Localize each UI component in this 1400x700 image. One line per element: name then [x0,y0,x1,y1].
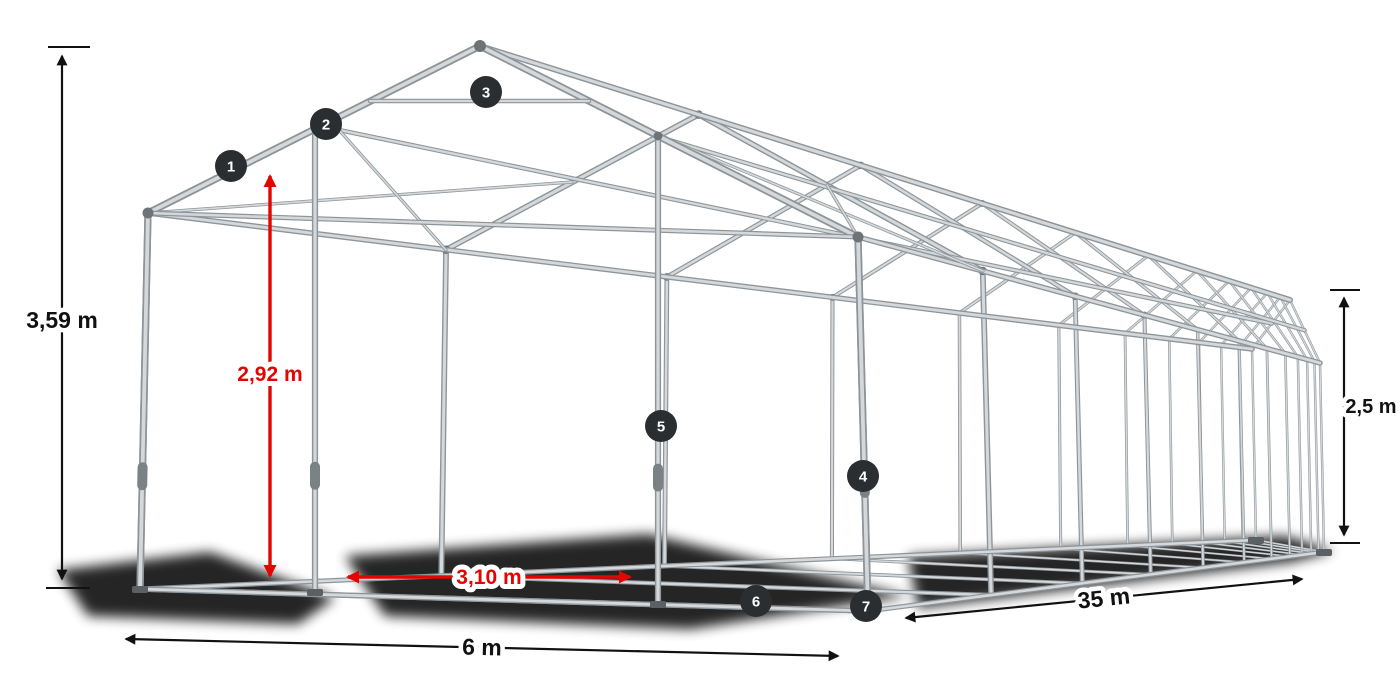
frame-tube [319,124,1273,325]
dim-arrow-line [124,633,840,662]
part-marker-7: 7 [850,590,882,622]
frame-structure [132,40,1332,615]
frame-tube [856,235,870,613]
front-width-label: 6 m [462,634,502,661]
frame-tube [1238,340,1245,564]
part-marker-label: 2 [322,117,330,134]
entrance-height-label: 2,92 m [237,363,302,386]
frame-tube [1058,324,1062,550]
part-marker-circle [310,108,342,140]
frame-tube [146,211,1254,351]
part-marker-1: 1 [215,150,247,182]
frame-tube [981,269,993,597]
base-plate [132,586,148,593]
frame-tube [478,44,860,239]
frame-tube [1224,540,1312,555]
part-marker-label: 1 [227,159,235,176]
ground-shadows [58,534,1334,629]
frame-tube [1060,547,1245,563]
frame-tube [856,235,1322,365]
joint-connector [142,207,154,219]
part-markers: 1 2 3 4 5 6 7 [215,76,882,622]
part-marker-3: 3 [470,76,502,108]
part-marker-circle [645,410,677,442]
frame-tube [1196,328,1205,569]
frame-tube [660,136,1306,332]
base-plate [1248,537,1264,544]
frame-tube [649,131,984,272]
dim-front-width: 6 m [124,629,840,665]
dim-arrow-line [904,574,1304,623]
joint-connector [852,231,864,243]
frame-tube [1297,356,1303,556]
total-height-label: 3,59 m [26,307,98,333]
frame-tube [1313,360,1320,554]
frame-tube [1201,541,1303,556]
frame-tube [147,181,573,214]
frame-tube [826,184,859,238]
frame-tube [330,120,447,251]
frame-tube [1124,332,1129,547]
frame-tube [1220,344,1226,542]
part-marker-label: 7 [862,599,870,616]
frame-tube [1168,338,1173,545]
joint-connector [653,131,663,141]
part-marker-4: 4 [847,460,879,492]
side-length-label: 35 m [1076,582,1131,613]
frame-tube [1073,294,1084,585]
part-marker-5: 5 [645,410,677,442]
part-marker-label: 6 [752,594,760,611]
part-marker-2: 2 [310,108,342,140]
base-plate [650,601,666,608]
frame-tube [478,44,1292,302]
frame-tube [138,211,150,591]
dim-side-length: 35 m [904,574,1304,623]
base-plate [307,589,323,596]
part-marker-circle [215,150,247,182]
part-marker-6: 6 [740,585,772,617]
frame-tube [1143,314,1152,576]
frame-tube [1251,348,1257,541]
frame-tube [138,538,1258,591]
part-marker-circle [470,76,502,108]
frame-tube [1266,347,1273,560]
part-marker-circle [740,585,772,617]
base-plate [1316,549,1332,556]
rear-height-label: 2,5 m [1345,396,1396,418]
part-marker-label: 4 [859,469,868,486]
joint-connector [474,40,486,52]
dim-entrance-width: 3,10 m [346,561,632,594]
frame-tube [1306,358,1312,555]
frame-tube [439,248,448,578]
frame-tube [1284,352,1291,558]
part-marker-circle [847,460,879,492]
dim-entrance-height: 2,92 m [232,174,308,578]
part-marker-circle [850,590,882,622]
frame-tube [958,312,962,554]
dim-rear-height: 2,5 m [1330,289,1400,544]
frame-tube [1319,362,1325,553]
part-marker-label: 3 [482,85,490,102]
entrance-width-label: 3,10 m [456,566,521,589]
dimension-annotations: 3,59 m 2,92 m 3,10 m 2,5 m 6 m [22,46,1400,665]
frame-tube [830,296,834,560]
part-marker-label: 5 [657,419,665,436]
dim-total-height: 3,59 m [22,46,102,589]
